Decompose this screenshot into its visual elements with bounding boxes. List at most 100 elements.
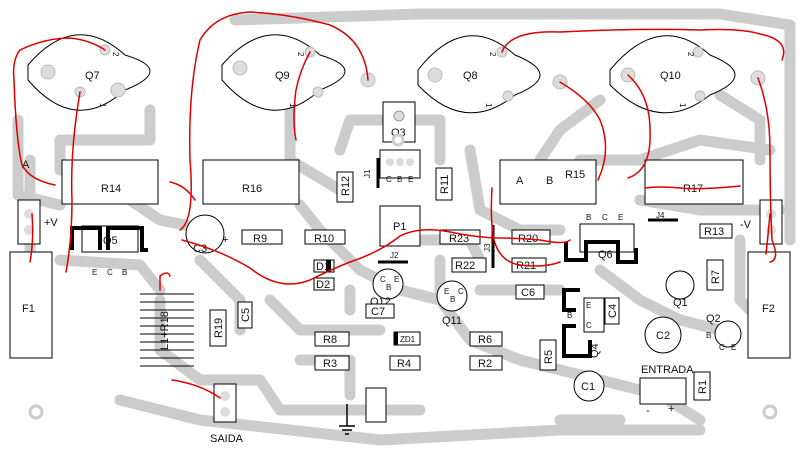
q6-jumper-black [564, 240, 638, 264]
zd1-label: ZD1 [400, 335, 416, 344]
q2-pin-c: C [719, 343, 725, 352]
transistor-q4 [583, 297, 605, 333]
q11-label: Q11 [442, 315, 462, 327]
q7-pin2: 2 [111, 52, 120, 57]
q3-pin-c: C [386, 175, 392, 184]
c4-label: C4 [607, 304, 619, 318]
q4-pin-e: E [586, 301, 591, 310]
q6-pin-b: B [586, 213, 591, 222]
c3-plus: + [222, 234, 228, 246]
q7-label: Q7 [85, 70, 100, 82]
q1-label: Q1 [673, 297, 688, 309]
resistor-r6-body [469, 331, 503, 347]
connector-entrada [639, 377, 687, 405]
q3-pin-e: E [408, 175, 413, 184]
transistor-q6 [579, 223, 635, 253]
q10-pin1: 1 [678, 103, 687, 108]
ground-icon [339, 404, 355, 435]
r5-label: R5 [543, 350, 555, 364]
c6-label: C6 [521, 287, 535, 299]
potentiometer-p1 [379, 205, 421, 247]
l1-r18-label: L1+R18 [159, 311, 171, 350]
q4-jumper-black [562, 288, 592, 358]
r13-label: R13 [704, 226, 724, 238]
transistor-q10: Q10 1 2 [609, 35, 766, 114]
r15-label: R15 [565, 169, 585, 181]
fuse-f1 [9, 251, 53, 359]
resistor-r15-body [499, 159, 597, 205]
p1-label: P1 [393, 221, 406, 233]
q3-pin-b: B [397, 175, 402, 184]
transistor-q11 [436, 280, 468, 312]
capacitor-c2 [644, 316, 682, 354]
q5-jumper-black [70, 226, 148, 252]
r22-label: R22 [455, 260, 475, 272]
r7-label: R7 [710, 270, 722, 284]
q9-pin2: 2 [296, 52, 305, 57]
capacitor-c4 [604, 297, 620, 325]
transistor-q9: Q9 1 2 [221, 34, 376, 111]
q5-label: Q5 [103, 235, 118, 247]
q12-pin-e: E [394, 275, 399, 284]
transistor-q7: Q7 1 2 [27, 34, 151, 111]
q12-pin-c: C [380, 275, 386, 284]
connector-saida [213, 383, 237, 423]
q5-pin-e: E [92, 268, 97, 277]
j3-label: J3 [483, 243, 492, 252]
q8-pin1: 1 [484, 103, 493, 108]
r2-label: R2 [478, 358, 492, 370]
c2-label: C2 [656, 330, 670, 342]
q7-pin1: 1 [98, 103, 107, 108]
diode-d2 [313, 277, 335, 291]
resistor-r14-body [61, 159, 159, 205]
q4-pin-b: B [567, 311, 572, 320]
f2-label: F2 [762, 303, 775, 315]
j1-label: J1 [363, 169, 372, 178]
transistor-q2 [714, 320, 742, 348]
d1-label: D1 [316, 261, 330, 273]
q4-pin-c: C [586, 321, 592, 330]
r4-label: R4 [397, 358, 411, 370]
resistor-r11-body [435, 167, 453, 201]
power-resistors [61, 159, 744, 205]
j2-label: J2 [390, 251, 399, 260]
r9-label: R9 [253, 233, 267, 245]
r1-label: R1 [697, 380, 709, 394]
entrada-plus: + [668, 403, 674, 415]
minus-v-label: -V [740, 219, 752, 231]
connector-ground [365, 387, 387, 423]
r8-label: R8 [323, 334, 337, 346]
d2-label: D2 [316, 279, 330, 291]
q2-pin-e: E [731, 343, 736, 352]
r16-label: R16 [242, 183, 262, 195]
r10-label: R10 [314, 233, 334, 245]
q11-pin-b: B [450, 295, 455, 304]
c5-label: C5 [240, 308, 252, 322]
q11-pin-c: C [458, 287, 464, 296]
q12-pin-b: B [386, 283, 391, 292]
resistor-r8-body [314, 331, 350, 347]
transistor-q12 [372, 268, 404, 300]
resistor-r13-body [699, 223, 733, 239]
j4-label: J4 [656, 211, 665, 220]
resistor-r12-body [336, 171, 354, 203]
resistor-r3-body [314, 355, 350, 371]
entrada-minus: - [646, 405, 650, 417]
q10-pin2: 2 [686, 52, 695, 57]
resistor-r1-body [693, 371, 711, 401]
r3-label: R3 [323, 358, 337, 370]
transistor-q3: Q3 C B E [379, 101, 421, 184]
resistor-r9-body [241, 229, 283, 245]
transistor-q1 [665, 270, 695, 300]
connector-plus-v [17, 199, 41, 245]
entrada-label: ENTRADA [641, 364, 694, 376]
resistor-r7-body [706, 259, 724, 291]
r23-label: R23 [449, 233, 469, 245]
q2-label: Q2 [706, 313, 721, 325]
mounting-holes [28, 133, 778, 420]
point-a-label: A [22, 159, 30, 171]
q2-pin-b: B [706, 331, 711, 340]
resistor-r2-body [469, 355, 503, 371]
